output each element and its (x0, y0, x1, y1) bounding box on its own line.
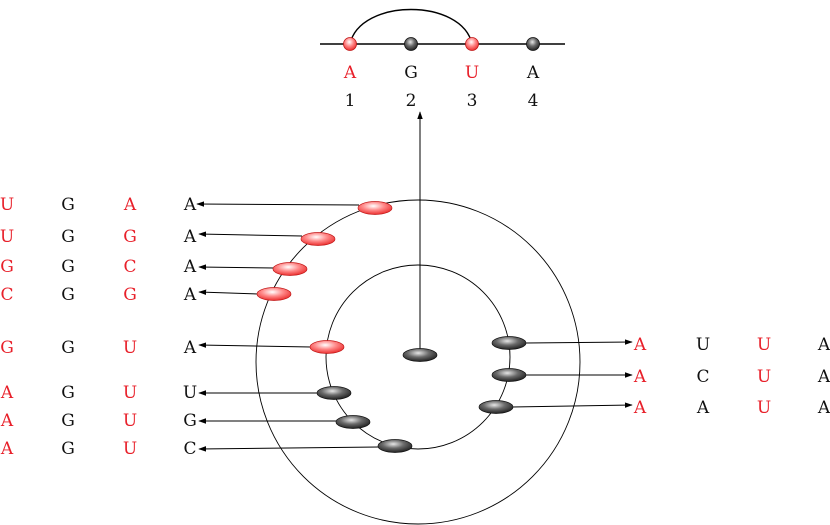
base-letter: A (183, 285, 197, 305)
base-letter: A (817, 367, 830, 387)
base-letter: G (0, 257, 14, 277)
base-letter: G (61, 285, 75, 305)
base-letter: U (123, 338, 137, 358)
gray-bead (316, 386, 352, 400)
base-letter: G (61, 257, 75, 277)
base-letter: A (633, 335, 647, 355)
base-letter: A (696, 398, 710, 418)
base-letter: A (633, 367, 647, 387)
base-letter: G (61, 195, 75, 215)
base-letter: C (183, 439, 196, 459)
base-letter: A (123, 195, 137, 215)
strand-bead-3 (465, 37, 479, 51)
ring-beads (256, 201, 527, 453)
base-letter: G (61, 227, 75, 247)
strand-bead-2 (404, 37, 418, 51)
strand-number: 1 (345, 91, 356, 111)
base-letter: C (123, 257, 136, 277)
strand-letter: A (343, 63, 357, 83)
strand-numbers: 1 2 3 4 (345, 91, 539, 111)
base-letter: A (817, 335, 830, 355)
base-letter: U (0, 227, 14, 247)
pointer-arrow (198, 289, 260, 296)
base-letter: A (183, 195, 197, 215)
top-strand: A G U A 1 2 3 4 (320, 8, 565, 111)
arrows (196, 111, 633, 452)
gray-bead (402, 348, 438, 362)
base-letter: G (0, 338, 14, 358)
base-letter: G (61, 411, 75, 431)
base-letter: C (0, 285, 13, 305)
strand-beads (343, 37, 540, 51)
strand-bead-1 (343, 37, 357, 51)
strand-number: 3 (467, 91, 478, 111)
gray-bead (491, 336, 527, 350)
base-letter: A (0, 411, 14, 431)
red-bead (357, 201, 393, 215)
base-pair-arc (349, 8, 473, 45)
red-bead (272, 262, 308, 276)
pointer-arrow (198, 342, 312, 348)
base-letter: A (0, 383, 14, 403)
pointer-arrow (198, 264, 275, 270)
pointer-arrow (525, 339, 633, 345)
base-letter: U (757, 367, 771, 387)
gray-bead (491, 368, 527, 382)
base-letter: A (817, 398, 830, 418)
base-letter: G (61, 439, 75, 459)
base-letter: U (123, 411, 137, 431)
strand-number: 2 (406, 91, 417, 111)
base-letter: A (183, 257, 197, 277)
base-letter: G (61, 338, 75, 358)
red-bead (256, 287, 292, 301)
base-letter: U (696, 335, 710, 355)
strand-bead-4 (526, 37, 540, 51)
pointer-arrow (511, 402, 633, 408)
gray-bead (335, 415, 371, 429)
pointer-arrow (196, 201, 360, 207)
strand-letter: G (404, 63, 418, 83)
base-letter: U (757, 335, 771, 355)
base-letter: A (0, 439, 14, 459)
base-letter: U (123, 383, 137, 403)
gray-bead (478, 400, 514, 414)
base-letter: U (0, 195, 14, 215)
base-letter: A (633, 398, 647, 418)
pointer-arrow (198, 446, 380, 452)
base-letter: U (123, 439, 137, 459)
base-letter: G (183, 411, 197, 431)
pointer-arrow (198, 231, 303, 237)
base-letter: U (183, 383, 197, 403)
base-letter: G (61, 383, 75, 403)
base-letter: A (183, 227, 197, 247)
outer-circle (255, 199, 581, 525)
base-letter: G (123, 227, 137, 247)
gray-bead (377, 439, 413, 453)
red-bead (300, 232, 336, 246)
strand-number: 4 (528, 91, 539, 111)
inner-circle (325, 264, 511, 450)
strand-letter: U (465, 63, 479, 83)
red-bead (309, 340, 345, 354)
base-letter: A (183, 338, 197, 358)
base-letter: G (123, 285, 137, 305)
base-letter: U (757, 398, 771, 418)
strand-letter: A (526, 63, 540, 83)
base-letter: C (696, 367, 709, 387)
